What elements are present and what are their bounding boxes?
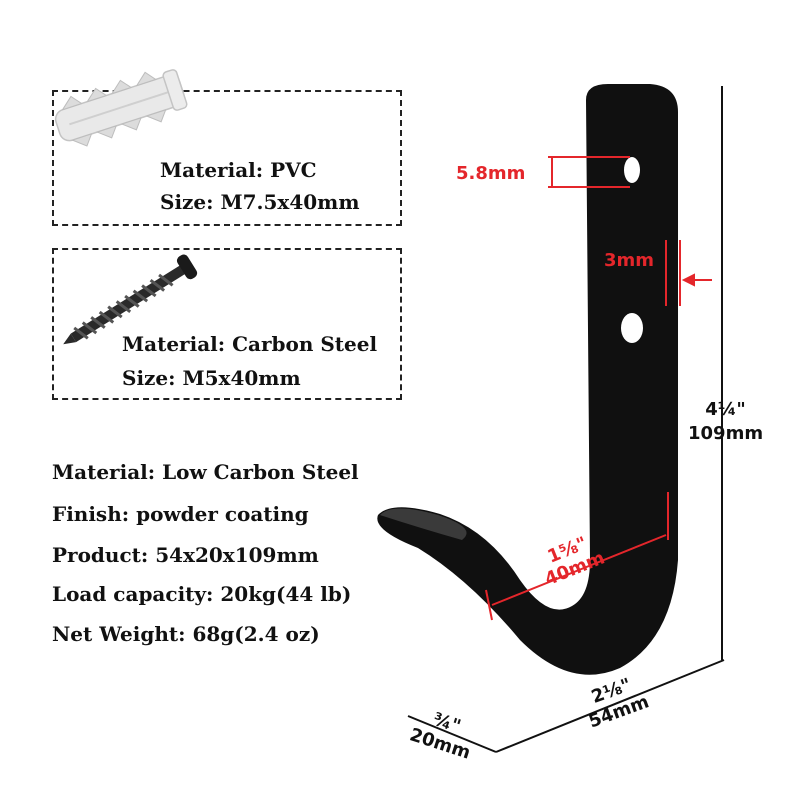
height-mm: 109mm: [688, 423, 764, 444]
hook-icon: [377, 84, 678, 675]
spec-load-capacity: Load capacity: 20kg(44 lb): [52, 582, 352, 606]
spec-product-size: Product: 54x20x109mm: [52, 543, 319, 567]
wall-anchor-icon: [54, 69, 188, 147]
thickness-label: 3mm: [604, 250, 655, 271]
spec-material: Material: Low Carbon Steel: [52, 460, 359, 484]
spec-net-weight: Net Weight: 68g(2.4 oz): [52, 622, 320, 646]
hole-diameter-label: 5.8mm: [456, 163, 526, 184]
thickness-dimension-marks: [665, 240, 712, 306]
spec-finish: Finish: powder coating: [52, 502, 309, 526]
anchor-material: Material: PVC: [160, 158, 317, 182]
height-label: 4¼" 109mm: [688, 398, 763, 446]
screw-size: Size: M5x40mm: [122, 366, 301, 390]
screw-spec-box: [52, 248, 402, 400]
anchor-size: Size: M7.5x40mm: [160, 190, 360, 214]
inner-dimension-marks: [485, 492, 669, 621]
overall-dimension-lines: [407, 86, 725, 753]
anchor-spec-box: [52, 90, 402, 226]
height-inches: 4¼": [705, 399, 746, 420]
hole-dimension-marks: [548, 156, 630, 188]
screw-material: Material: Carbon Steel: [122, 332, 378, 356]
screw-icon: [63, 254, 198, 345]
